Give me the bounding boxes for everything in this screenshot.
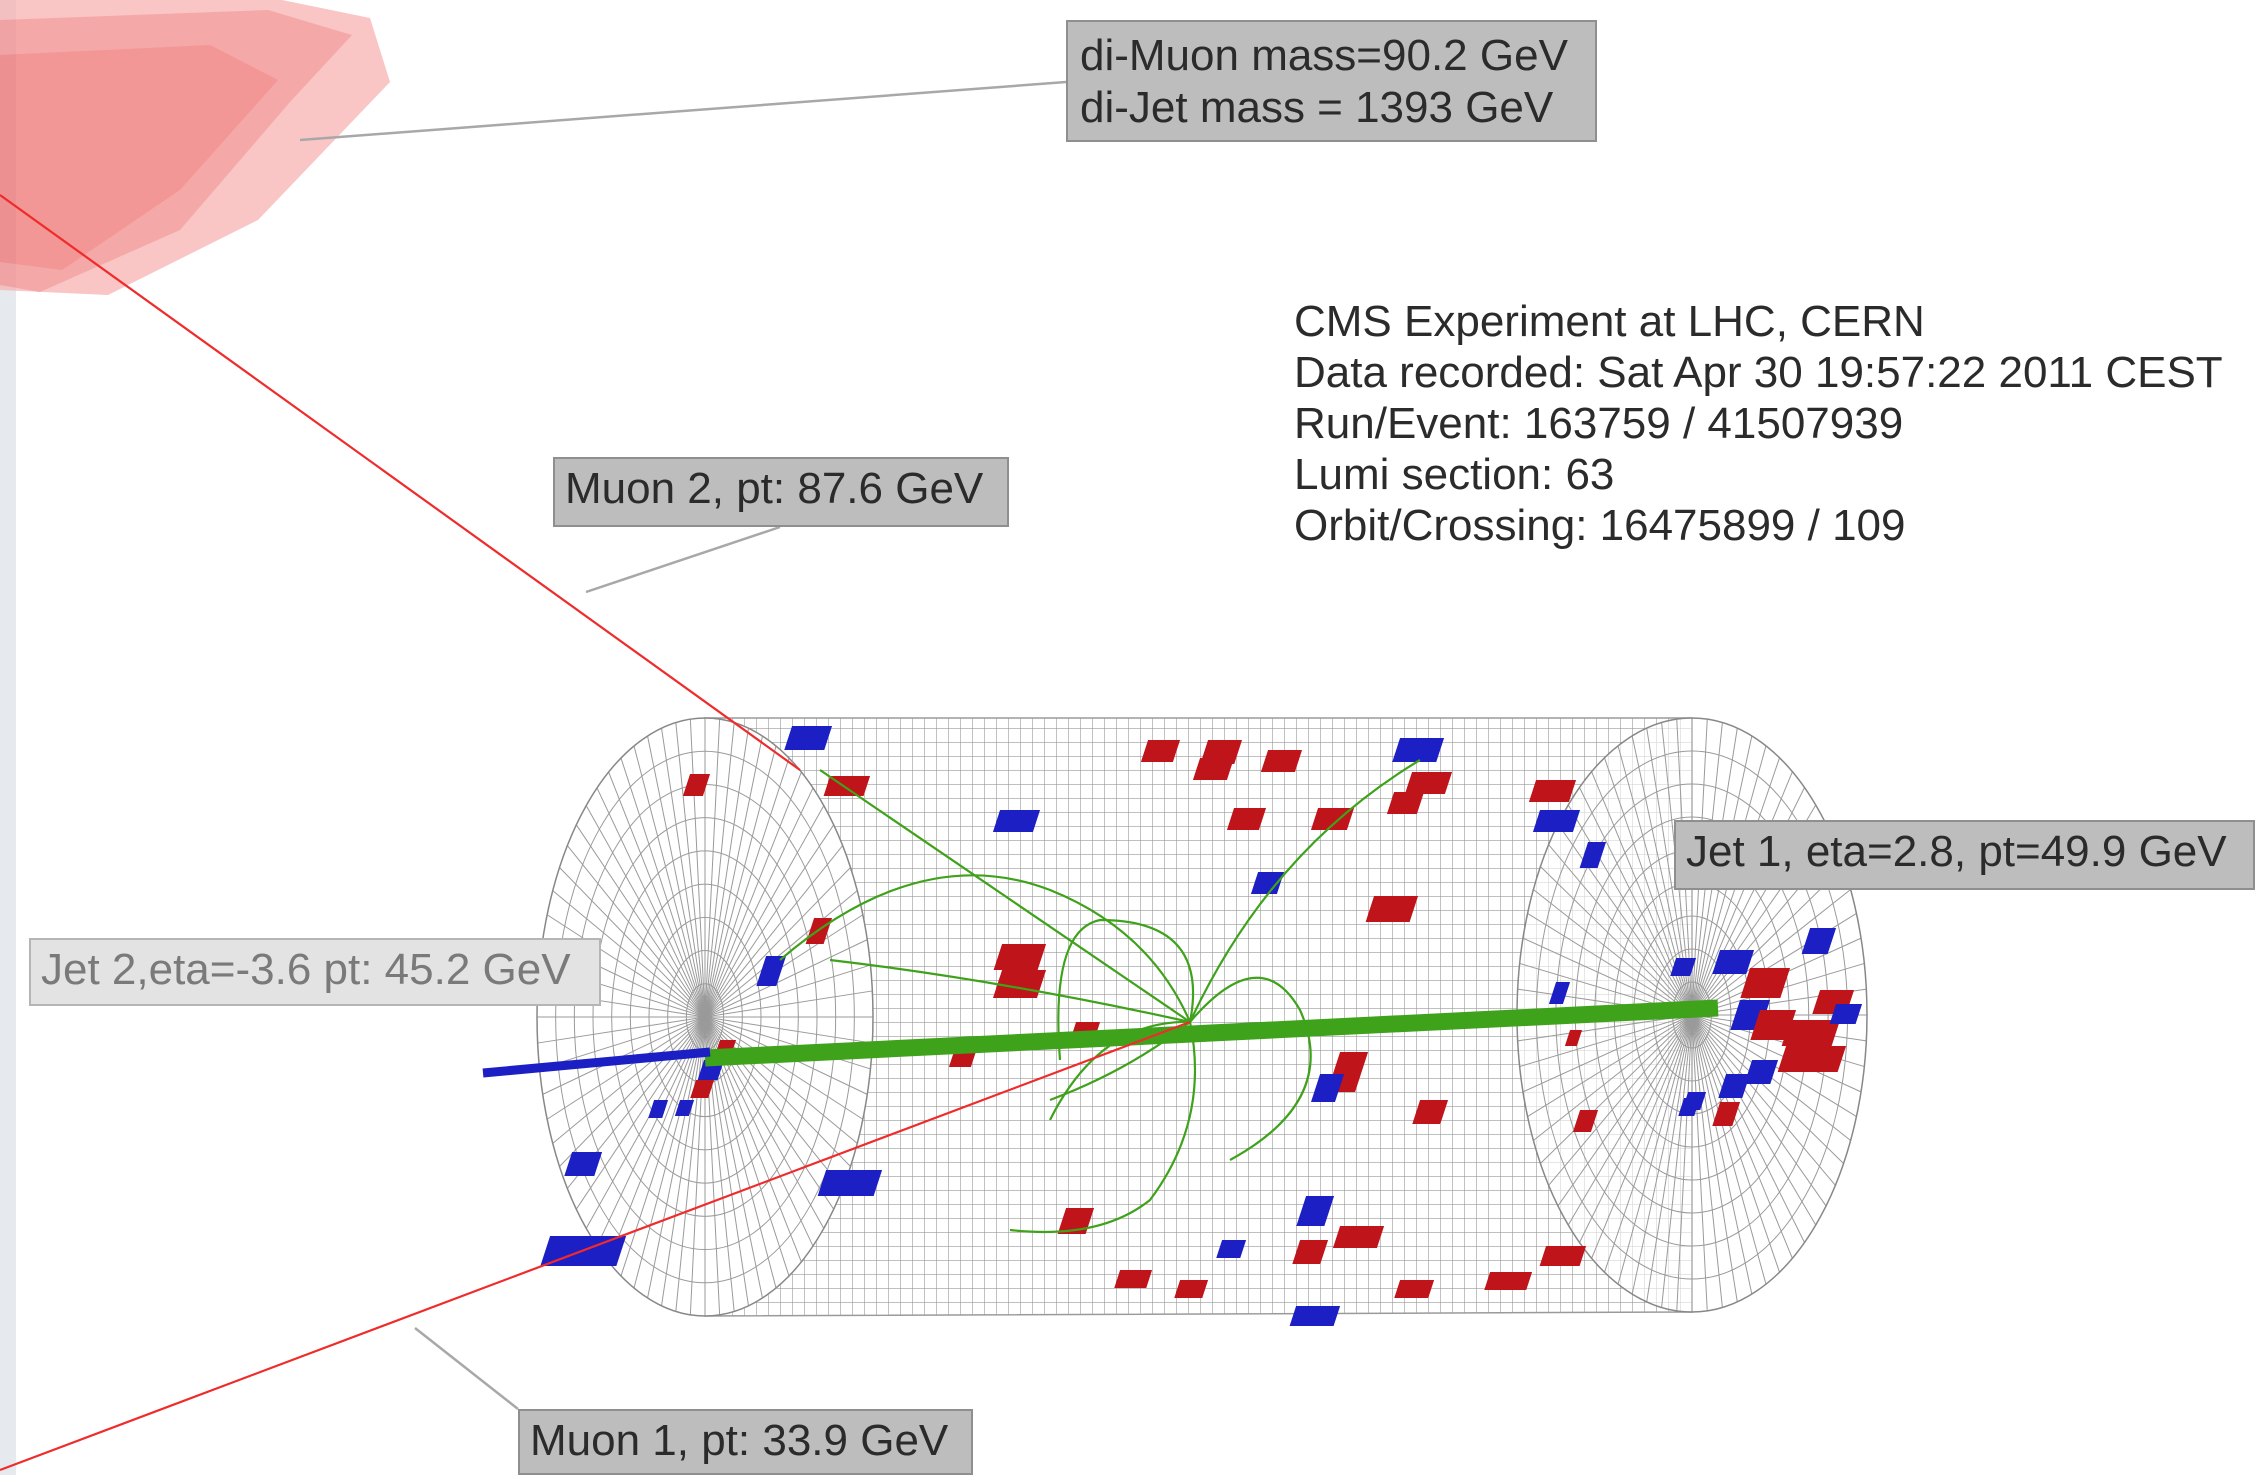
muon-2-label: Muon 2, pt: 87.6 GeV: [553, 457, 1009, 527]
data-recorded-text: Data recorded: Sat Apr 30 19:57:22 2011 …: [1294, 348, 2223, 397]
muon-chamber-segment: [0, 0, 390, 295]
jet-1-label: Jet 1, eta=2.8, pt=49.9 GeV: [1674, 820, 2255, 890]
track: [829, 958, 1191, 1024]
experiment-text: CMS Experiment at LHC, CERN: [1294, 297, 1925, 346]
ecal-deposit: [1781, 1020, 1841, 1046]
ecal-deposit: [1412, 1100, 1449, 1124]
ecal-deposit: [993, 944, 1047, 970]
ecal-deposit: [682, 774, 711, 796]
hcal-deposit: [1250, 872, 1285, 894]
hcal-deposit: [1548, 982, 1571, 1004]
track: [1049, 1021, 1191, 1102]
orbit-crossing-text: Orbit/Crossing: 16475899 / 109: [1294, 501, 1906, 550]
dijet-mass-text: di-Jet mass = 1393 GeV: [1080, 83, 1554, 132]
hcal-deposit: [1532, 810, 1581, 832]
hcal-deposit: [1310, 1074, 1345, 1102]
ecal-deposit: [1539, 1246, 1587, 1266]
ecal-deposit: [1740, 968, 1791, 998]
hcal-deposit: [784, 726, 833, 750]
muon-2-track: [0, 194, 801, 771]
jet-2-label: Jet 2,eta=-3.6 pt: 45.2 GeV: [29, 938, 601, 1006]
muon-1-track: [0, 1020, 1191, 1472]
charged-tracks: [704, 759, 1719, 1234]
hcal-deposit: [1718, 1074, 1751, 1098]
ecal-deposit: [1192, 758, 1235, 780]
ecal-deposit: [1174, 1280, 1209, 1298]
hcal-deposit: [674, 1100, 695, 1116]
lumi-section-text: Lumi section: 63: [1294, 450, 1615, 499]
hcal-deposit: [1289, 1306, 1341, 1326]
track: [1189, 976, 1312, 1161]
ecal-deposit: [1394, 1280, 1435, 1298]
ecal-deposit: [1140, 740, 1181, 762]
track: [1189, 759, 1421, 1023]
ecal-deposit: [1310, 808, 1355, 830]
ecal-deposit: [1572, 1110, 1599, 1132]
hcal-deposit: [756, 956, 787, 986]
hcal-deposit: [992, 810, 1041, 832]
ecal-deposit: [1528, 780, 1577, 802]
jet-2-deposit: [482, 1047, 711, 1078]
ecal-deposit: [1564, 1030, 1583, 1046]
ecal-deposit: [1712, 1102, 1741, 1126]
track: [1009, 1021, 1196, 1234]
hcal-deposit: [1296, 1196, 1335, 1226]
hcal-deposit: [1678, 1098, 1701, 1116]
ecal-deposit: [1260, 750, 1303, 772]
hcal-deposit: [648, 1100, 669, 1118]
track: [1049, 1020, 1191, 1121]
ecal-deposit: [1404, 772, 1453, 794]
hcal-deposit: [1670, 958, 1697, 976]
ecal-deposit: [1114, 1270, 1153, 1288]
muon-tracks: [0, 194, 1191, 1472]
ecal-deposit: [1484, 1272, 1533, 1290]
ecal-deposit: [1332, 1226, 1385, 1248]
hcal-deposit: [564, 1152, 603, 1176]
track: [779, 874, 1192, 1023]
jet-axis-track: [704, 999, 1719, 1067]
muon-1-label: Muon 1, pt: 33.9 GeV: [518, 1409, 973, 1475]
ecal-deposit: [690, 1080, 715, 1098]
event-info: CMS Experiment at LHC, CERN Data recorde…: [1294, 296, 2223, 551]
leader-lines: [299, 80, 1067, 1410]
ecal-deposit: [823, 776, 871, 796]
hcal-deposit: [1579, 842, 1607, 868]
track: [819, 769, 1191, 1023]
hcal-deposit: [1392, 738, 1445, 762]
hcal-deposit: [1712, 950, 1755, 974]
mass-label: di-Muon mass=90.2 GeV di-Jet mass = 1393…: [1066, 20, 1597, 142]
hcal-deposit: [1801, 928, 1837, 954]
hcal-deposit: [1829, 1004, 1863, 1024]
ecal-deposit: [1365, 896, 1419, 922]
left-edge-strip: [0, 0, 16, 1475]
ecal-deposit: [1292, 1240, 1329, 1264]
track: [1057, 918, 1195, 1061]
ecal-deposit: [1386, 792, 1425, 814]
calorimeter-deposits: [540, 726, 1863, 1326]
hcal-deposit: [817, 1170, 883, 1196]
ecal-deposit: [1777, 1046, 1847, 1072]
ecal-deposit: [1750, 1010, 1797, 1040]
ecal-deposit: [1226, 808, 1267, 830]
hcal-deposit: [1216, 1240, 1247, 1258]
hcal-deposit: [1744, 1060, 1779, 1084]
run-event-text: Run/Event: 163759 / 41507939: [1294, 399, 1904, 448]
dimuon-mass-text: di-Muon mass=90.2 GeV: [1080, 31, 1568, 80]
